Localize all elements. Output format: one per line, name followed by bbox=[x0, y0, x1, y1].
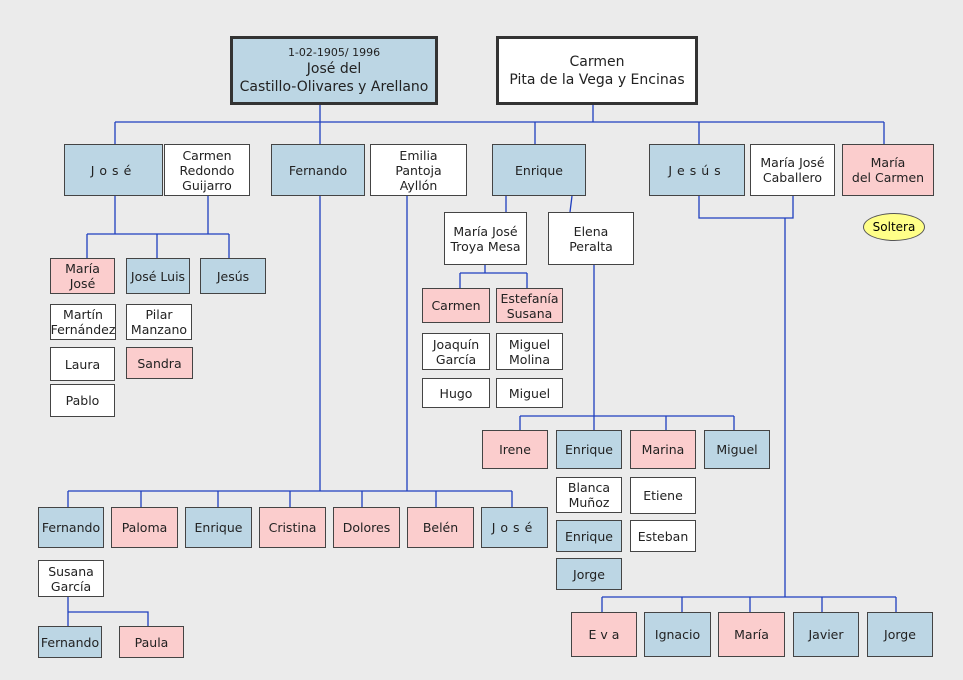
person-miguel-molina[interactable]: Miguel Molina bbox=[496, 333, 563, 370]
person-maria-jose-caballero[interactable]: María José Caballero bbox=[750, 144, 835, 196]
root-mother-name: Carmen Pita de la Vega y Encinas bbox=[509, 53, 685, 88]
person-dolores[interactable]: Dolores bbox=[333, 507, 400, 548]
person-jose-f[interactable]: José bbox=[481, 507, 548, 548]
root-father-name: José del Castillo-Olivares y Arellano bbox=[239, 60, 429, 95]
person-jose-luis[interactable]: José Luis bbox=[126, 258, 190, 294]
person-maria-del-carmen[interactable]: María del Carmen bbox=[842, 144, 934, 196]
person-fernando[interactable]: Fernando bbox=[271, 144, 365, 196]
person-cristina[interactable]: Cristina bbox=[259, 507, 326, 548]
person-enrique-e[interactable]: Enrique bbox=[556, 430, 622, 469]
person-pilar[interactable]: Pilar Manzano bbox=[126, 304, 192, 340]
person-susana[interactable]: Susana García bbox=[38, 560, 104, 597]
person-enrique-f[interactable]: Enrique bbox=[185, 507, 252, 548]
person-elena[interactable]: Elena Peralta bbox=[548, 212, 634, 265]
person-javier[interactable]: Javier bbox=[793, 612, 859, 657]
person-marina[interactable]: Marina bbox=[630, 430, 696, 469]
person-carmen-e[interactable]: Carmen bbox=[422, 288, 490, 323]
person-ignacio[interactable]: Ignacio bbox=[644, 612, 711, 657]
person-estefania[interactable]: Estefanía Susana bbox=[496, 288, 563, 323]
person-jorge-e[interactable]: Jorge bbox=[556, 558, 622, 590]
root-father-box[interactable]: 1-02-1905/ 1996 José del Castillo-Olivar… bbox=[230, 36, 438, 105]
person-miguel-e[interactable]: Miguel bbox=[496, 378, 563, 408]
person-miguel-ep[interactable]: Miguel bbox=[704, 430, 770, 469]
person-irene[interactable]: Irene bbox=[482, 430, 548, 469]
person-sandra[interactable]: Sandra bbox=[126, 347, 193, 379]
root-mother-box[interactable]: Carmen Pita de la Vega y Encinas bbox=[496, 36, 698, 105]
person-hugo[interactable]: Hugo bbox=[422, 378, 490, 408]
soltera-badge: Soltera bbox=[863, 213, 925, 241]
person-laura[interactable]: Laura bbox=[50, 347, 115, 381]
person-carmen-redondo[interactable]: Carmen Redondo Guijarro bbox=[164, 144, 250, 196]
person-martin[interactable]: Martín Fernández bbox=[50, 304, 116, 340]
person-belen[interactable]: Belén bbox=[407, 507, 474, 548]
person-emilia[interactable]: Emilia Pantoja Ayllón bbox=[370, 144, 467, 196]
person-paula[interactable]: Paula bbox=[119, 626, 184, 658]
person-jesus[interactable]: Jesús bbox=[649, 144, 745, 196]
person-enrique[interactable]: Enrique bbox=[492, 144, 586, 196]
person-jose[interactable]: José bbox=[64, 144, 163, 196]
person-maria-j[interactable]: María bbox=[718, 612, 785, 657]
person-maria-jose[interactable]: María José bbox=[50, 258, 115, 294]
person-etiene[interactable]: Etiene bbox=[630, 477, 696, 514]
root-father-dates: 1-02-1905/ 1996 bbox=[287, 45, 381, 59]
person-pablo[interactable]: Pablo bbox=[50, 384, 115, 417]
person-joaquin[interactable]: Joaquín García bbox=[422, 333, 490, 370]
person-enrique-iii[interactable]: Enrique bbox=[556, 520, 622, 552]
person-fernando-jr[interactable]: Fernando bbox=[38, 507, 104, 548]
person-jorge-j[interactable]: Jorge bbox=[867, 612, 933, 657]
person-blanca[interactable]: Blanca Muñoz bbox=[556, 477, 622, 513]
person-esteban[interactable]: Esteban bbox=[630, 520, 696, 552]
person-paloma[interactable]: Paloma bbox=[111, 507, 178, 548]
person-maria-jose-troya[interactable]: María José Troya Mesa bbox=[444, 212, 527, 265]
person-eva[interactable]: E v a bbox=[571, 612, 637, 657]
person-jesus-jr[interactable]: Jesús bbox=[200, 258, 266, 294]
person-fernando-iii[interactable]: Fernando bbox=[38, 626, 102, 658]
